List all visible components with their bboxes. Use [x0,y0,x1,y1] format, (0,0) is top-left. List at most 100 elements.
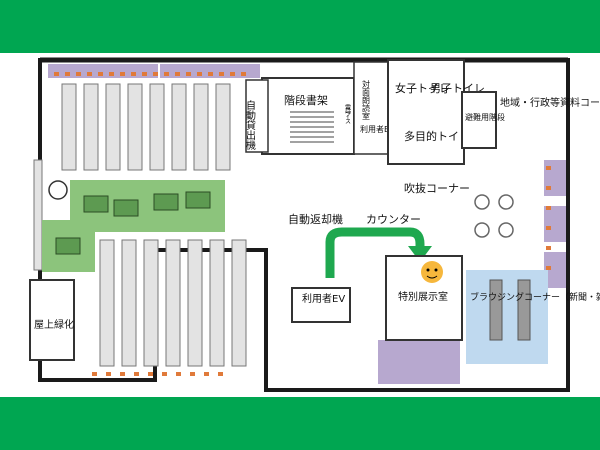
bookshelf [127,83,143,171]
seat [120,72,125,76]
bookshelf [165,239,181,367]
purple-strip-right-3 [544,252,566,288]
stairs-icon [290,111,334,143]
bookshelf [187,239,203,367]
bookshelf [105,83,121,171]
seat [65,72,70,76]
auto-return-label: 自動返却機 [288,212,343,226]
reading-table [153,193,179,211]
reading-table [113,199,139,217]
shelf-group [33,83,247,367]
seat [546,266,551,270]
special-exhibit-label: 特別展示室 [398,290,448,303]
seat [164,72,169,76]
bookshelf [209,239,225,367]
atrium-table [498,222,514,238]
pillar-circle [48,180,68,200]
seat [176,372,181,376]
purple-strip-bottom [378,340,460,384]
seat [241,72,246,76]
arrow-head [408,246,432,262]
local-admin-label: 地域・行政等資料コーナー [500,96,600,109]
seat [142,72,147,76]
rooftop-box [29,279,75,361]
evacuation-stairs-box [461,91,497,149]
seat [76,72,81,76]
reading-table [83,195,109,213]
atrium-table [498,194,514,210]
seat [87,72,92,76]
seat [162,372,167,376]
reading-table [185,191,211,209]
reading-room-label: 対面朗読室 [362,79,371,120]
bookshelf [193,83,209,171]
purple-strip-right-2 [544,206,566,242]
browsing-label: ブラウジングコーナー（新聞・雑誌等） [470,291,600,303]
seat [546,226,551,230]
bookshelf [171,83,187,171]
header-band [0,0,600,53]
seat [219,72,224,76]
bookshelf [215,83,231,171]
seat [230,72,235,76]
user-ev-box [291,287,351,323]
bookshelf [83,83,99,171]
seat [546,206,551,210]
staff-ev-label: 利用者EV [360,124,395,134]
table-group [55,191,211,255]
browsing-shelf-2 [517,279,531,341]
bookshelf [121,239,137,367]
seat [208,72,213,76]
stair-shelf-label: 階段書架 [284,93,328,107]
phone-booth-label: 電話ブース [344,104,351,124]
seat [148,372,153,376]
seat [120,372,125,376]
user-ev-label: 利用者EV [302,293,345,305]
atrium-label: 吹抜コーナー [404,181,470,195]
seat [546,166,551,170]
seat [98,72,103,76]
seat [546,186,551,190]
bookshelf [33,159,43,271]
seat [186,72,191,76]
reading-room-box [353,61,391,155]
browsing-shelf-1 [489,279,503,341]
seat [546,246,551,250]
stairs-block [261,77,355,155]
seat [197,72,202,76]
seat-group [54,72,551,376]
atrium-table [474,222,490,238]
seat [92,372,97,376]
outer-wall [38,58,570,392]
women-toilet-label: 女子トイレ [395,81,450,95]
counter-label: カウンター [366,213,421,226]
seat [134,372,139,376]
bookshelf [149,83,165,171]
browsing-zone [466,270,548,364]
seat [109,72,114,76]
arrow-icon [325,227,425,278]
seat [175,72,180,76]
bookshelf [231,239,247,367]
bookshelf [143,239,159,367]
seat [204,372,209,376]
purple-strip-top-left [48,64,158,78]
seat [190,372,195,376]
mascot-icon [421,261,443,283]
auto-lending-box [245,79,269,153]
evacuation-stairs-label: 避難用階段 [465,112,505,122]
seat [153,72,158,76]
seat [54,72,59,76]
auto-lending-label: 自動貸出機 [244,99,256,151]
seat [218,372,223,376]
multi-toilet-label: 多目的トイレ [404,129,470,143]
atrium-circles [474,194,514,238]
seat [106,372,111,376]
reading-table [55,237,81,255]
seat [131,72,136,76]
bookshelf [61,83,77,171]
footer-band [0,397,600,450]
atrium-table [474,194,490,210]
rooftop-label: 屋上緑化 [34,318,74,331]
